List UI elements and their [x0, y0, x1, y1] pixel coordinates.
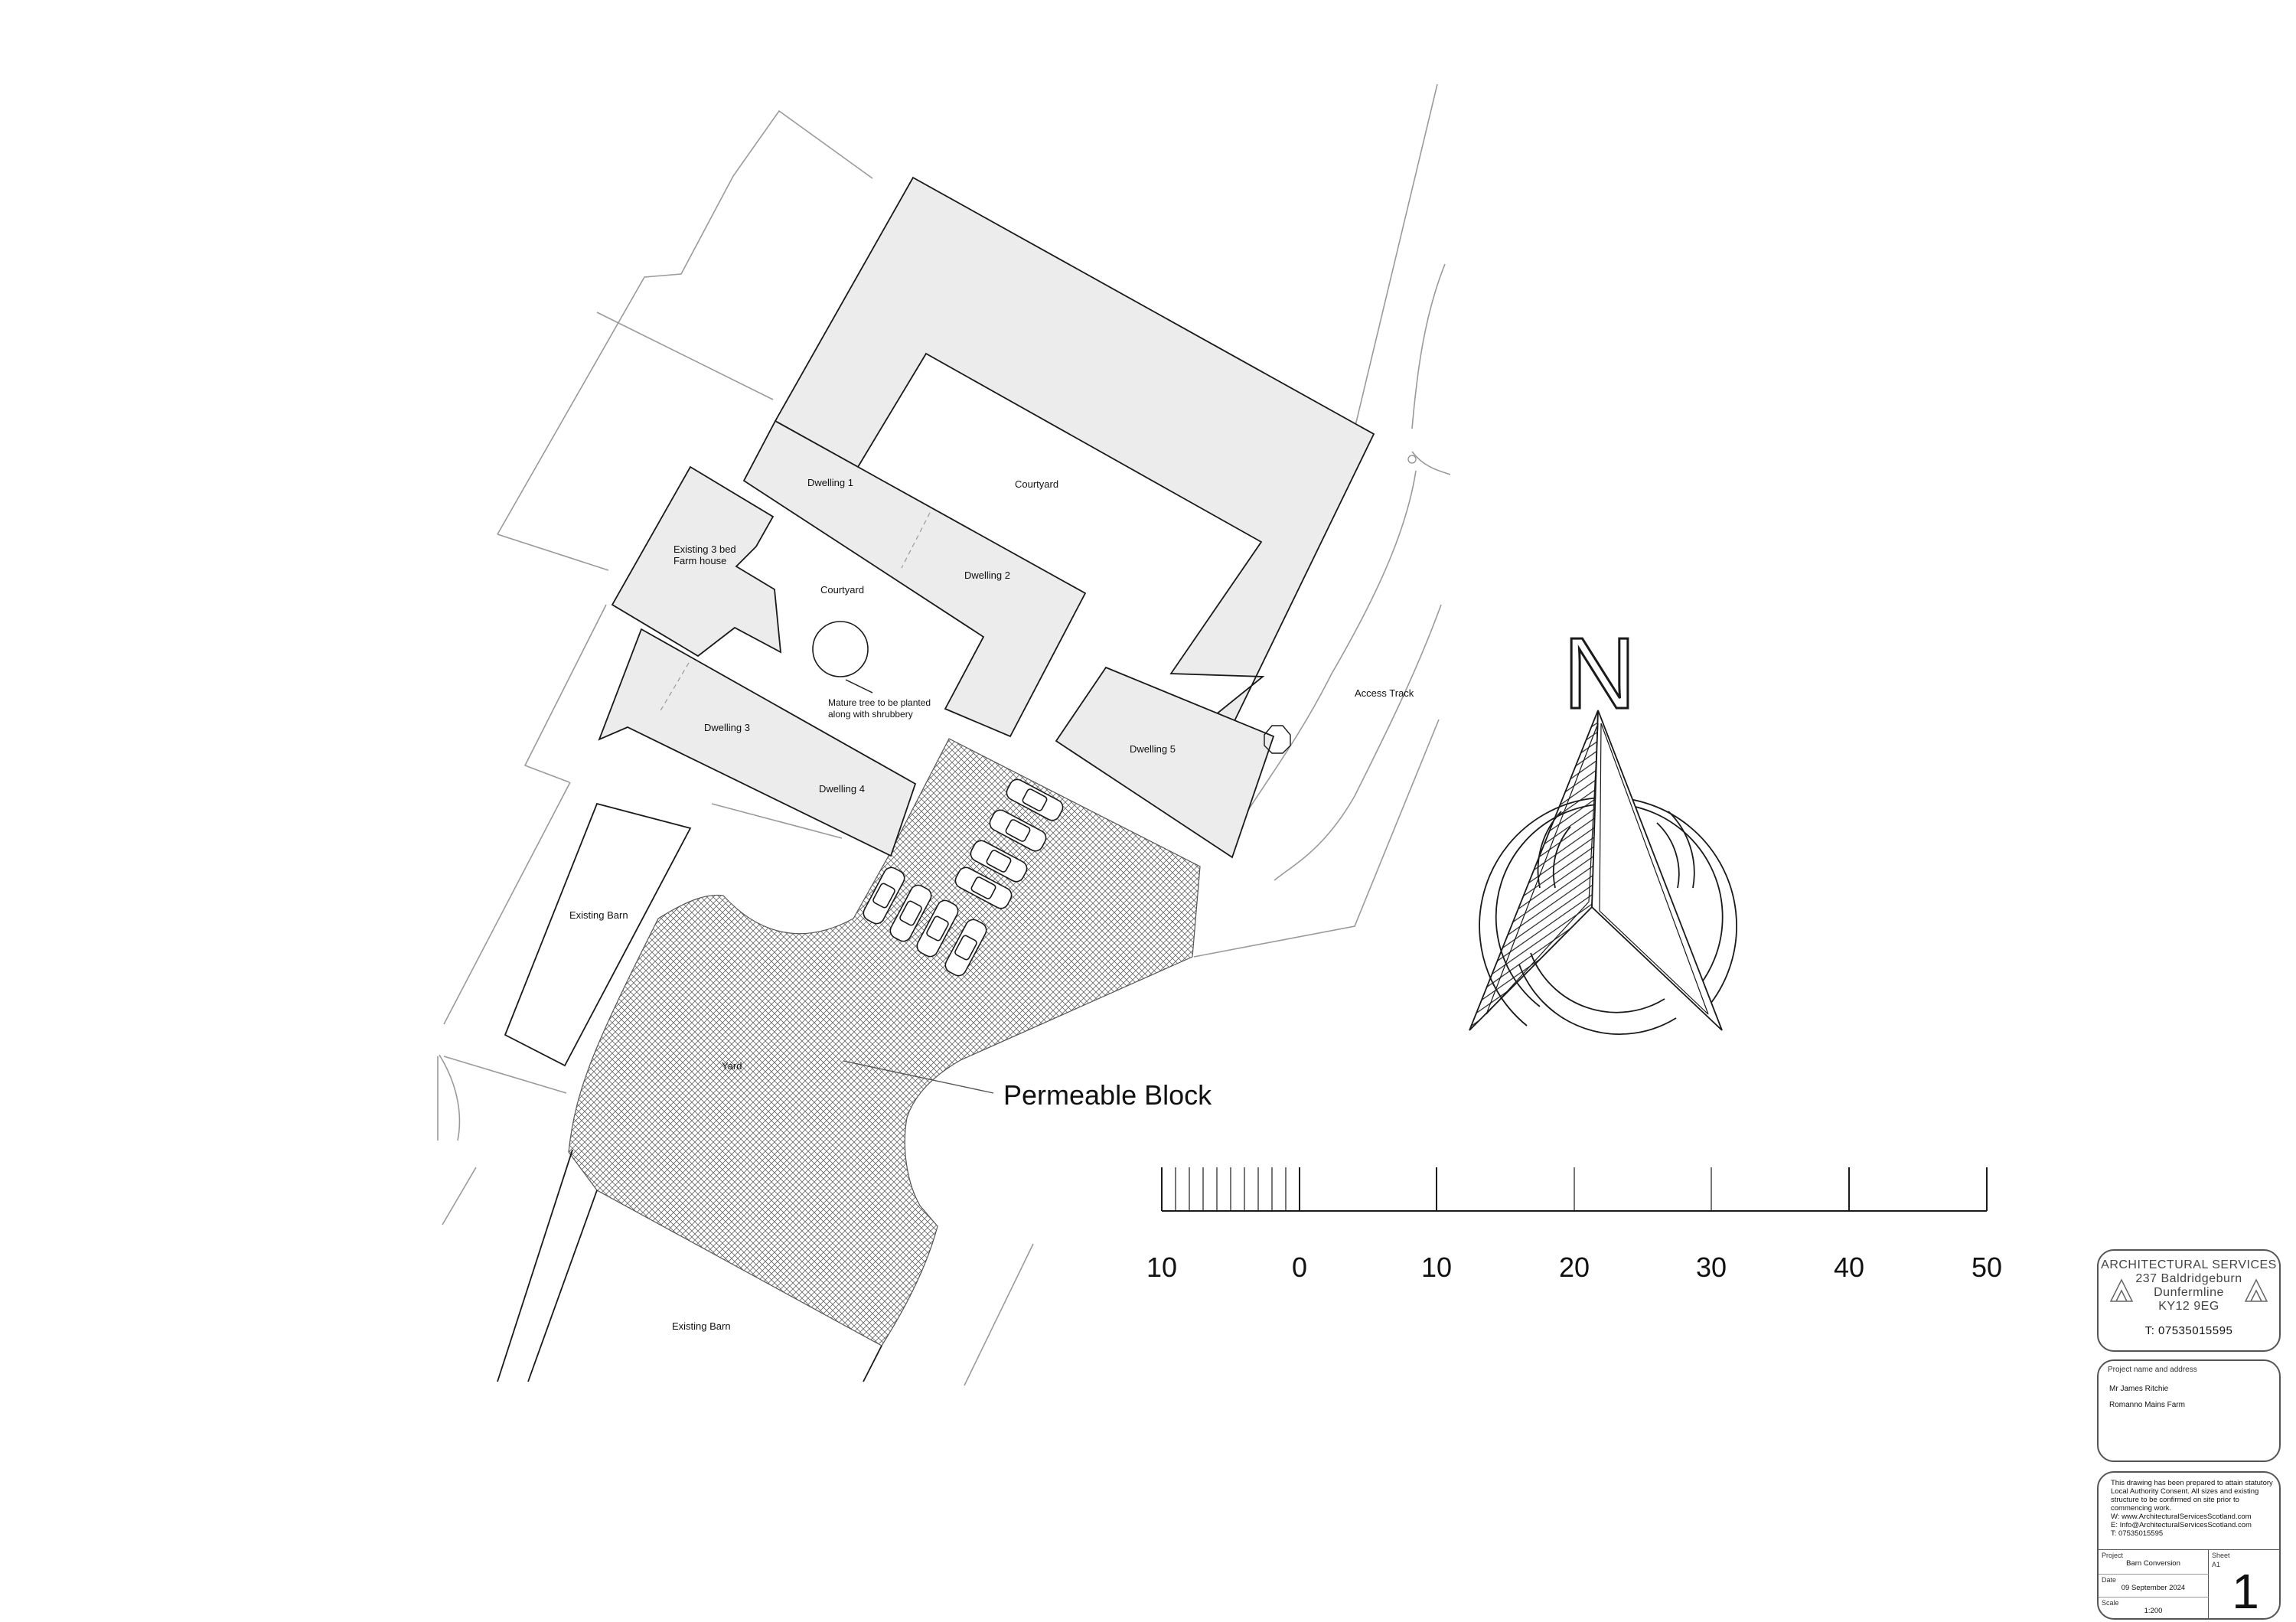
- scale-bar: [1161, 1167, 1988, 1212]
- building-dwelling-5: [1055, 666, 1275, 859]
- project-address-caption: Project name and address: [2108, 1366, 2197, 1374]
- title-block-firm: ARCHITECTURAL SERVICES 237 Baldridgeburn…: [2097, 1249, 2281, 1352]
- north-arrow-light-half: [1591, 710, 1723, 1031]
- building-main-l-shape: [774, 176, 1375, 727]
- client-name: Mr James Ritchie: [2109, 1385, 2169, 1393]
- sheet-size: A1: [2212, 1561, 2221, 1568]
- dwelling-dividers: [659, 512, 931, 713]
- label-dwelling-1: Dwelling 1: [807, 477, 853, 488]
- project-cell: Project Barn Conversion: [2099, 1550, 2209, 1575]
- firm-phone: T: 07535015595: [2144, 1324, 2233, 1337]
- title-block-notes: This drawing has been prepared to attain…: [2097, 1471, 2281, 1620]
- scale-label: 10: [1146, 1252, 1177, 1283]
- shrub-symbol: [1264, 725, 1291, 754]
- firm-postcode: KY12 9EG: [2158, 1300, 2219, 1313]
- date-value: 09 September 2024: [2121, 1584, 2186, 1592]
- parking-cars: [863, 778, 1064, 977]
- tree-leader: [845, 679, 873, 694]
- date-cell: Date 09 September 2024: [2099, 1575, 2209, 1598]
- date-label: Date: [2102, 1576, 2117, 1584]
- north-arrow: [1469, 710, 1737, 1035]
- buildings: [504, 176, 1375, 1067]
- building-dwelling-1-2: [742, 419, 1087, 738]
- label-dwelling-2: Dwelling 2: [964, 569, 1010, 581]
- firm-logo-icon: [2244, 1278, 2268, 1302]
- building-barn-west: [504, 802, 692, 1067]
- scale-value: 1:200: [2144, 1607, 2163, 1615]
- scale-label: 20: [1559, 1252, 1590, 1283]
- label-access-track: Access Track: [1355, 687, 1414, 699]
- scale-bar-labels: 10 0 10 20 30 40 50: [1146, 1252, 2002, 1283]
- scale-label: 30: [1696, 1252, 1727, 1283]
- label-courtyard-inner: Courtyard: [820, 584, 864, 596]
- note-line: Local Authority Consent. All sizes and e…: [2111, 1487, 2259, 1496]
- drawing-notes: This drawing has been prepared to attain…: [2111, 1479, 2275, 1538]
- sheet-label: Sheet: [2212, 1552, 2230, 1559]
- firm-address-line: Dunfermline: [2154, 1286, 2224, 1299]
- permeable-block-area: [568, 738, 1201, 1346]
- building-dwelling-3-4: [598, 628, 917, 857]
- permeable-block-leader: [843, 1060, 994, 1094]
- north-arrow-dark-half: [1469, 710, 1599, 1031]
- mature-tree-symbol: [812, 621, 869, 677]
- note-line: structure to be confirmed on site prior …: [2111, 1496, 2239, 1504]
- label-existing-barn-west: Existing Barn: [569, 909, 628, 921]
- project-value: Barn Conversion: [2126, 1559, 2180, 1568]
- label-tree-1: Mature tree to be planted: [828, 697, 931, 708]
- survey-point-symbol: [1407, 455, 1417, 464]
- scale-label-caption: Scale: [2102, 1599, 2119, 1607]
- label-farmhouse-2: Farm house: [673, 555, 726, 566]
- note-line: This drawing has been prepared to attain…: [2111, 1479, 2273, 1487]
- client-address: Romanno Mains Farm: [2109, 1401, 2185, 1409]
- scale-label: 50: [1971, 1252, 2002, 1283]
- label-yard: Yard: [722, 1060, 742, 1072]
- sheet-cell: Sheet A1 1: [2209, 1550, 2279, 1619]
- building-barn-south: [497, 1149, 882, 1382]
- scale-label: 40: [1834, 1252, 1864, 1283]
- scale-label: 0: [1292, 1252, 1307, 1283]
- north-letter: N: [1563, 617, 1636, 729]
- firm-address-line: 237 Baldridgeburn: [2135, 1272, 2242, 1285]
- project-label: Project: [2102, 1552, 2124, 1559]
- note-line: E: Info@ArchitecturalServicesScotland.co…: [2111, 1521, 2252, 1529]
- scale-cell: Scale 1:200: [2099, 1598, 2209, 1618]
- label-dwelling-3: Dwelling 3: [704, 722, 750, 733]
- scale-label: 10: [1421, 1252, 1452, 1283]
- sheet-number: 1: [2232, 1564, 2259, 1619]
- note-line: T: 07535015595: [2111, 1529, 2164, 1538]
- note-line: W: www.ArchitecturalServicesScotland.com: [2111, 1513, 2252, 1521]
- building-farmhouse: [611, 465, 782, 658]
- label-existing-barn-south: Existing Barn: [672, 1320, 731, 1332]
- label-permeable-block: Permeable Block: [1003, 1079, 1212, 1111]
- firm-name: ARCHITECTURAL SERVICES: [2101, 1258, 2277, 1271]
- project-info-grid: Project Barn Conversion Date 09 Septembe…: [2099, 1549, 2279, 1619]
- label-courtyard-upper: Courtyard: [1015, 478, 1058, 490]
- note-line: commencing work.: [2111, 1504, 2172, 1513]
- drawing-labels: Dwelling 1 Courtyard Existing 3 bed Farm…: [569, 477, 1414, 1332]
- label-tree-2: along with shrubbery: [828, 709, 913, 720]
- firm-logo-icon: [2109, 1278, 2134, 1302]
- label-dwelling-5: Dwelling 5: [1130, 743, 1176, 755]
- label-dwelling-4: Dwelling 4: [819, 783, 865, 795]
- title-block-client: Project name and address Mr James Ritchi…: [2097, 1359, 2281, 1462]
- label-farmhouse-1: Existing 3 bed: [673, 543, 736, 555]
